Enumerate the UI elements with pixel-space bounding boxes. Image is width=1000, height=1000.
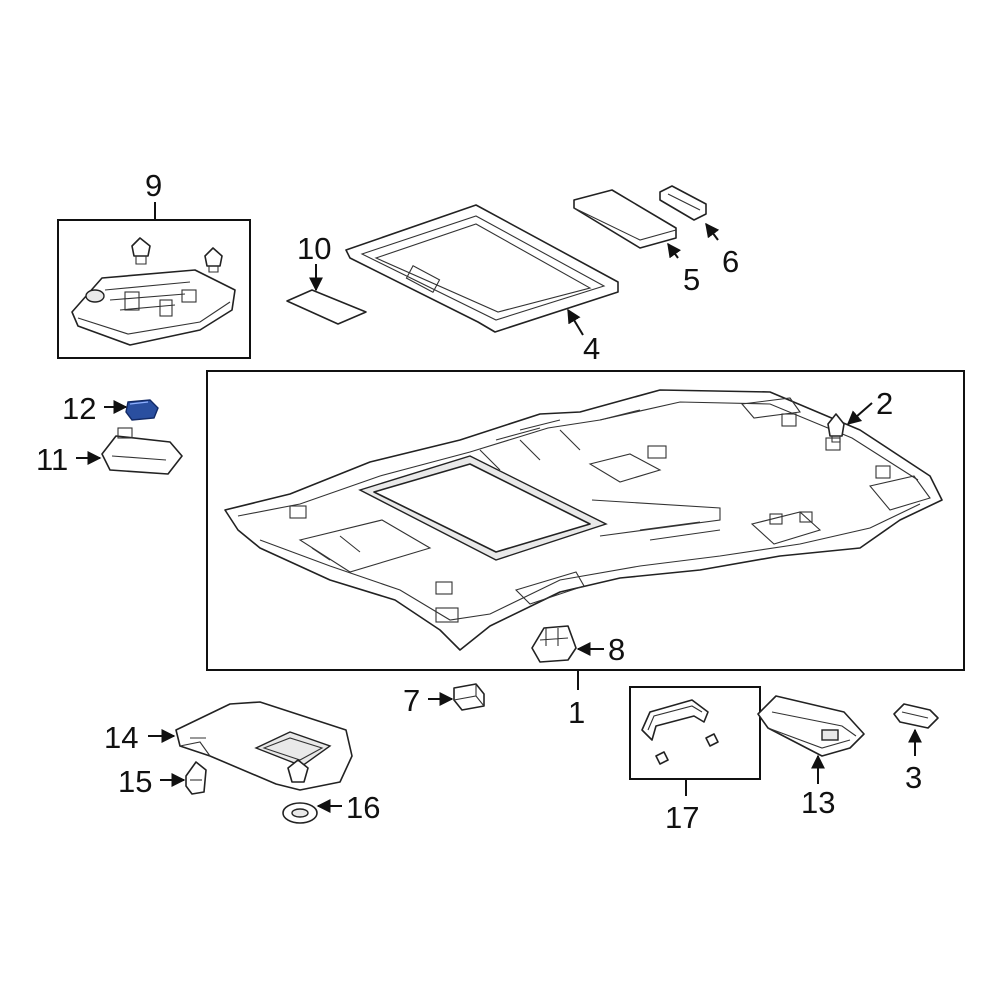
bracket-strip-icon — [659, 185, 720, 241]
overhead-console-icon — [71, 269, 236, 346]
retainer-bracket-icon — [893, 703, 939, 756]
insulator-pad-icon — [286, 264, 367, 325]
bulb-icon — [104, 399, 159, 421]
callout-5: 5 — [683, 262, 700, 297]
grab-handle-group-box — [629, 686, 761, 780]
callout-8: 8 — [608, 632, 625, 667]
callout-11: 11 — [36, 442, 68, 477]
grab-handle-icon — [641, 699, 719, 765]
headliner-panel-icon — [224, 389, 943, 651]
callout-2: 2 — [876, 386, 893, 421]
callout-6: 6 — [722, 244, 739, 279]
grab-handle-group — [629, 686, 761, 796]
callout-12: 12 — [62, 391, 96, 426]
callout-15: 15 — [118, 764, 152, 799]
reading-lamp-icon — [757, 695, 865, 784]
sun-visor-icon — [148, 701, 353, 791]
headliner-group-box — [206, 370, 965, 671]
sunroof-frame-icon — [345, 204, 619, 336]
callout-1: 1 — [568, 695, 585, 730]
connector-icon — [428, 683, 485, 711]
callout-17: 17 — [665, 800, 699, 835]
clip-icon-right — [204, 247, 223, 273]
visor-holder-icon — [282, 799, 342, 824]
callout-14: 14 — [104, 720, 138, 755]
retainer-clip-icon — [827, 402, 873, 443]
callout-10: 10 — [297, 231, 331, 266]
callout-7: 7 — [403, 683, 420, 718]
console-assembly-group — [57, 202, 251, 359]
clip-icon-left — [131, 237, 151, 265]
callout-13: 13 — [801, 785, 835, 820]
map-lamp-lens-icon — [76, 427, 183, 475]
dome-lamp-base-icon — [531, 625, 604, 663]
visor-bracket-icon — [160, 761, 207, 795]
callout-9: 9 — [145, 168, 162, 203]
pad-block-icon — [573, 189, 682, 259]
callout-3: 3 — [905, 760, 922, 795]
callout-4: 4 — [583, 331, 600, 366]
callout-16: 16 — [346, 790, 380, 825]
